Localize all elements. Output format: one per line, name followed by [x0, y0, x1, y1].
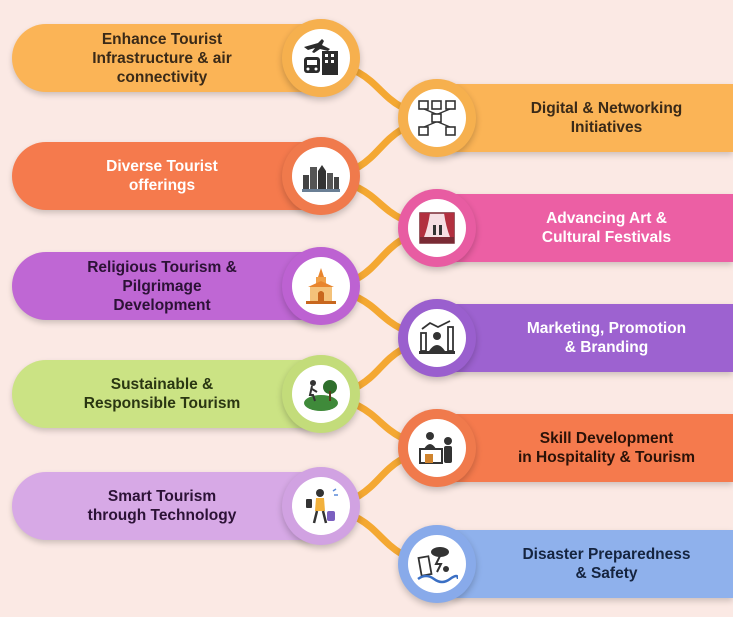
pill-skill-development: Skill Development in Hospitality & Touri… [452, 414, 733, 482]
pill-smart-tourism: Smart Tourism through Technology [12, 472, 312, 540]
badge-diverse-offerings [282, 137, 360, 215]
pill-label: Disaster Preparedness & Safety [522, 546, 691, 582]
badge-marketing [398, 299, 476, 377]
pill-infrastructure: Enhance Tourist Infrastructure & air con… [12, 24, 312, 92]
pill-label: Religious Tourism & Pilgrimage Developme… [87, 258, 237, 314]
network-icon [418, 100, 456, 136]
cityscape-icon [302, 165, 340, 192]
pill-art-festivals: Advancing Art & Cultural Festivals [452, 194, 733, 262]
pill-label: Smart Tourism through Technology [87, 488, 237, 524]
pill-marketing: Marketing, Promotion & Branding [452, 304, 733, 372]
pill-sustainable-tourism: Sustainable & Responsible Tourism [12, 360, 312, 428]
stage-icon [419, 212, 455, 244]
marketing-chart-icon [419, 320, 455, 354]
pill-label: Digital & Networking Initiatives [530, 100, 683, 136]
pill-digital-networking: Digital & Networking Initiatives [452, 84, 733, 152]
badge-skill-development [398, 409, 476, 487]
pill-label: Marketing, Promotion & Branding [526, 320, 687, 356]
badge-smart-tourism [282, 467, 360, 545]
pill-label: Enhance Tourist Infrastructure & air con… [92, 30, 232, 86]
badge-digital-networking [398, 79, 476, 157]
traveler-phone-icon [306, 488, 338, 524]
badge-disaster-preparedness [398, 525, 476, 603]
airport-train-icon [304, 39, 338, 75]
pill-diverse-offerings: Diverse Tourist offerings [12, 142, 312, 210]
reception-icon [419, 432, 452, 464]
disaster-icon [417, 547, 458, 584]
badge-infrastructure [282, 19, 360, 97]
pill-label: Skill Development in Hospitality & Touri… [517, 430, 696, 466]
pill-disaster-preparedness: Disaster Preparedness & Safety [452, 530, 733, 598]
badge-sustainable-tourism [282, 355, 360, 433]
temple-icon [306, 268, 336, 304]
badge-religious-tourism [282, 247, 360, 325]
pill-label: Sustainable & Responsible Tourism [83, 376, 241, 412]
pill-religious-tourism: Religious Tourism & Pilgrimage Developme… [12, 252, 312, 320]
pill-label: Advancing Art & Cultural Festivals [541, 210, 672, 246]
badge-art-festivals [398, 189, 476, 267]
pill-label: Diverse Tourist offerings [106, 158, 218, 194]
earth-hiker-icon [304, 380, 338, 411]
